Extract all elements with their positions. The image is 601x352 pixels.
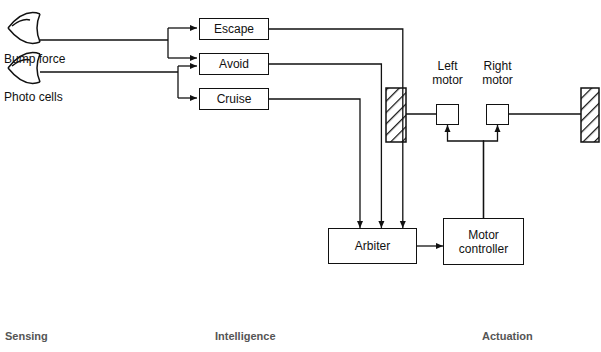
box-label: Cruise [217, 92, 252, 106]
box-label: Arbiter [355, 239, 390, 253]
box-label: Avoid [219, 57, 249, 71]
sensor-label: Photo cells [4, 90, 63, 104]
section-label: Intelligence [215, 329, 276, 343]
behavior-box: Escape [199, 18, 269, 40]
connector-arrow [269, 64, 381, 228]
sensor-label: Bump force [4, 52, 65, 66]
wheels [386, 88, 599, 142]
arbiter-box: Arbiter [328, 228, 417, 264]
box-label: Motor controller [454, 228, 514, 256]
connector-arrow [417, 245, 443, 246]
connector-arrow [448, 125, 484, 218]
motor-label: Right motor [476, 59, 520, 87]
connector-arrow [269, 99, 360, 228]
controller-box: Motor controller [443, 218, 524, 265]
motor-box: Left motor [436, 104, 459, 125]
motor-label: Left motor [426, 59, 470, 87]
connector-arrow [269, 29, 403, 228]
behavior-box: Avoid [199, 53, 269, 75]
box-label: Escape [214, 22, 254, 36]
connector-arrow [484, 125, 498, 218]
section-label: Actuation [482, 329, 533, 343]
sensor-eyes [8, 13, 40, 84]
section-label: Sensing [5, 329, 48, 343]
behavior-box: Cruise [199, 88, 269, 110]
motor-box: Right motor [486, 104, 509, 125]
